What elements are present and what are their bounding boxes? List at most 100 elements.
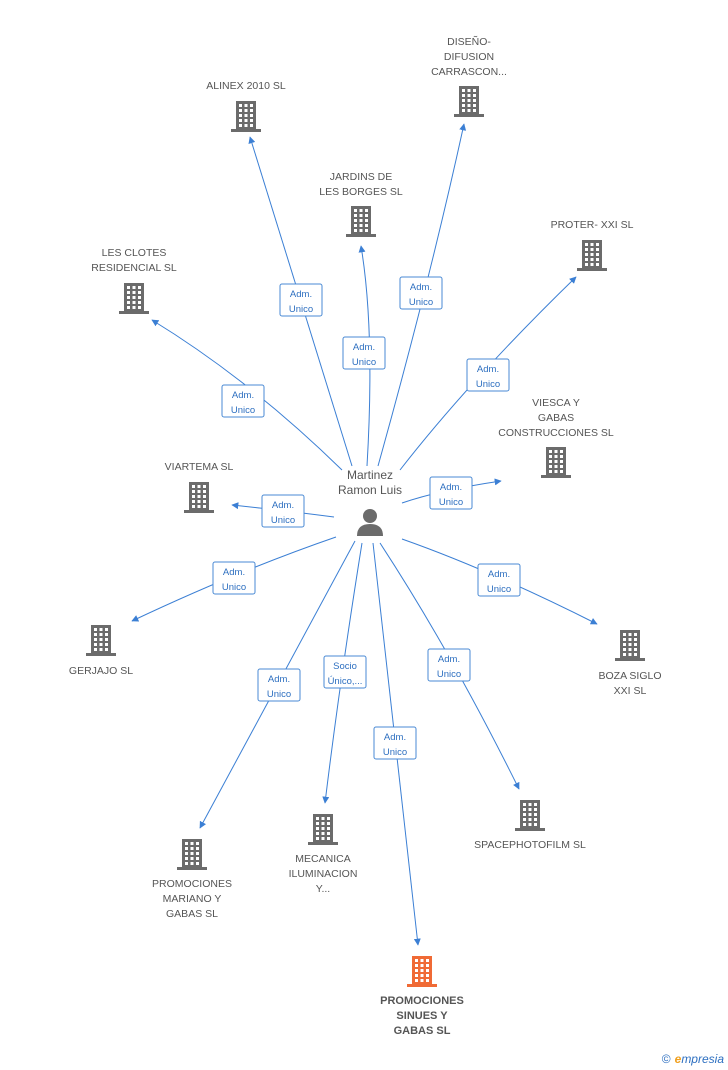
- company-label-line: MECANICA: [295, 853, 350, 865]
- footer-brand[interactable]: ©empresia: [662, 1052, 724, 1066]
- edge-label-line: Socio: [333, 661, 357, 672]
- person-node[interactable]: Martinez Ramon Luis: [338, 468, 402, 536]
- company-label-line: GERJAJO SL: [69, 665, 133, 677]
- edge-label-box: [261, 494, 305, 528]
- edge-label-box: [466, 358, 510, 392]
- company-node-spacephoto[interactable]: SPACEPHOTOFILM SL: [474, 800, 586, 851]
- edge-promosinues[interactable]: Adm. Unico: [372, 542, 421, 946]
- company-label-line: GABAS: [538, 412, 574, 424]
- person-name-line2: Ramon Luis: [338, 483, 402, 497]
- company-node-viartema[interactable]: VIARTEMA SL: [165, 461, 234, 513]
- edge-label-box: [429, 476, 473, 510]
- edge-label-line: Adm.: [440, 482, 462, 493]
- edge-boza[interactable]: Adm. Unico: [401, 538, 598, 625]
- person-name-line1: Martinez: [347, 468, 393, 482]
- edge-label-line: Adm.: [477, 364, 499, 375]
- company-label-line: ALINEX 2010 SL: [206, 80, 286, 92]
- building-icon: [119, 283, 149, 314]
- edge-label-line: Adm.: [223, 567, 245, 578]
- building-icon: [308, 814, 338, 845]
- edge-label-line: Unico: [289, 304, 313, 315]
- edge-mecanica[interactable]: SocioÚnico,...: [322, 542, 367, 804]
- edge-label-box: [342, 336, 386, 370]
- company-label-line: CARRASCON...: [431, 66, 507, 78]
- edge-promomariano[interactable]: Adm. Unico: [199, 540, 356, 829]
- edge-label-line: Adm.: [488, 569, 510, 580]
- company-node-mecanica[interactable]: MECANICAILUMINACIONY...: [289, 814, 358, 895]
- edge-label-line: Adm.: [290, 289, 312, 300]
- edge-spacephoto[interactable]: Adm. Unico: [379, 542, 520, 790]
- edge-viartema[interactable]: Adm. Unico: [231, 494, 335, 528]
- company-node-disenodifusion[interactable]: DISEÑO-DIFUSIONCARRASCON...: [431, 35, 507, 117]
- edge-label-box: [427, 648, 471, 682]
- company-label-line: GABAS SL: [394, 1025, 451, 1037]
- edge-label-line: Unico: [222, 582, 246, 593]
- edge-label-box: [212, 561, 256, 595]
- edge-label-line: Unico: [439, 497, 463, 508]
- edge-disenodifusion[interactable]: Adm. Unico: [377, 123, 467, 467]
- company-node-promomariano[interactable]: PROMOCIONES MARIANO Y GABAS SL: [152, 839, 232, 920]
- edge-label-line: Adm.: [272, 500, 294, 511]
- edge-label-line: Unico: [267, 689, 291, 700]
- edge-label-line: Adm.: [268, 674, 290, 685]
- edge-alinex[interactable]: Adm. Unico: [248, 136, 353, 467]
- edge-label-box: [257, 668, 301, 702]
- edge-label-line: Unico: [409, 297, 433, 308]
- person-icon: [357, 509, 383, 536]
- company-node-promosinues[interactable]: PROMOCIONES SINUES Y GABAS SL: [380, 956, 464, 1037]
- edge-label-line: Unico: [487, 584, 511, 595]
- building-icon: [577, 240, 607, 271]
- company-label-line: MARIANO Y: [163, 893, 222, 905]
- company-label-line: XXI SL: [614, 685, 647, 697]
- brand-logo-initial: e: [674, 1052, 682, 1066]
- company-label-line: VIARTEMA SL: [165, 461, 234, 473]
- edge-gerjajo[interactable]: Adm. Unico: [131, 536, 337, 622]
- copyright-icon: ©: [661, 1052, 671, 1066]
- edge-label-box: [399, 276, 443, 310]
- edge-label-box: [221, 384, 265, 418]
- building-icon: [615, 630, 645, 661]
- building-icon: [454, 86, 484, 117]
- edge-label-box: [323, 655, 367, 689]
- building-icon: [184, 482, 214, 513]
- edge-label-line: Adm.: [410, 282, 432, 293]
- edge-label-line: Adm.: [438, 654, 460, 665]
- company-label-line: RESIDENCIAL SL: [91, 262, 177, 274]
- edge-jardins[interactable]: Adm.Unico: [342, 245, 386, 467]
- edge-viesca[interactable]: Adm. Unico: [401, 476, 502, 510]
- edge-label-line: Unico: [437, 669, 461, 680]
- edge-proter[interactable]: Adm. Unico: [399, 276, 577, 471]
- edge-lesclotes[interactable]: Adm. Unico: [151, 319, 343, 471]
- company-label-line: DISEÑO-: [447, 35, 491, 48]
- edge-label-line: Adm.: [353, 342, 375, 353]
- edge-label-line: Unico: [231, 405, 255, 416]
- building-icon: [541, 447, 571, 478]
- building-icon: [346, 206, 376, 237]
- company-label-line: GABAS SL: [166, 908, 218, 920]
- building-icon: [407, 956, 437, 987]
- company-node-alinex[interactable]: ALINEX 2010 SL: [206, 80, 286, 132]
- edge-label-line: Unico: [383, 747, 407, 758]
- company-node-jardins[interactable]: JARDINS DE LES BORGES SL: [319, 171, 403, 237]
- edge-label-line: Adm.: [232, 390, 254, 401]
- company-label-line: SPACEPHOTOFILM SL: [474, 839, 586, 851]
- company-label-line: SINUES Y: [396, 1010, 448, 1022]
- building-icon: [177, 839, 207, 870]
- edge-label-box: [477, 563, 521, 597]
- company-node-gerjajo[interactable]: GERJAJO SL: [69, 625, 133, 677]
- company-label-line: VIESCA Y: [532, 397, 580, 409]
- company-label-line: Y...: [316, 883, 330, 895]
- edge-label-line: Unico: [271, 515, 295, 526]
- company-label-line: JARDINS DE: [330, 171, 392, 183]
- company-label-line: LES BORGES SL: [319, 186, 403, 198]
- company-label-line: PROMOCIONES: [152, 878, 232, 890]
- edge-label-line: Adm.: [384, 732, 406, 743]
- company-node-proter[interactable]: PROTER- XXI SL: [551, 219, 634, 271]
- building-icon: [515, 800, 545, 831]
- company-label-line: PROMOCIONES: [380, 995, 464, 1007]
- building-icon: [231, 101, 261, 132]
